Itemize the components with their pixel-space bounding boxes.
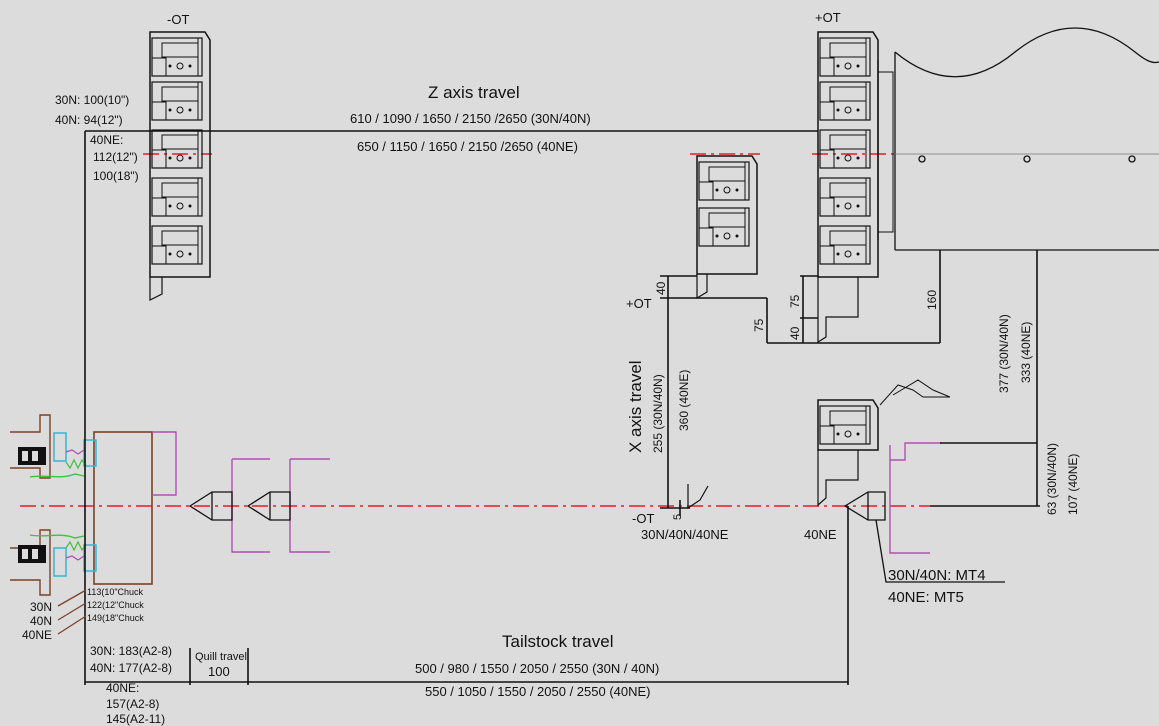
spindle-40ne-b: 145(A2-11) — [106, 712, 165, 726]
right-turret — [817, 31, 894, 344]
tailstock-right — [889, 442, 942, 554]
tailstock-values-40ne: 550 / 1050 / 1550 / 2050 / 2550 (40NE) — [425, 684, 651, 699]
dim-377: 377 (30N/40N) — [997, 314, 1011, 393]
taper-40ne: 40NE: MT5 — [888, 589, 964, 606]
left-ot-label: -OT — [167, 12, 189, 27]
chuck-model-40n: 40N — [30, 614, 52, 628]
x-axis-values-40ne: 360 (40NE) — [677, 370, 691, 431]
spindle-40ne-a: 157(A2-8) — [106, 697, 159, 711]
tailstock-left — [231, 458, 330, 553]
tailstock-title: Tailstock travel — [502, 632, 613, 651]
tailstock-centers — [188, 491, 886, 521]
quill-label: Quill travel — [195, 651, 247, 663]
dim-333: 333 (40NE) — [1019, 322, 1033, 383]
offset-40ne-b: 100(18") — [93, 169, 139, 183]
x-axis-values-30n40n: 255 (30N/40N) — [651, 374, 665, 453]
offset-40ne-a: 112(12") — [93, 150, 138, 164]
offset-40ne: 40NE: — [90, 133, 123, 147]
z-axis-values-30n40n: 610 / 1090 / 1650 / 2150 /2650 (30N/40N) — [350, 111, 591, 126]
x-plus-ot: +OT — [626, 296, 652, 311]
left-turret — [149, 31, 211, 301]
offset-30n: 30N: 100(10") — [55, 93, 129, 107]
quill-value: 100 — [208, 664, 230, 679]
dimension-lines — [84, 130, 1040, 685]
spindle-housing — [877, 27, 1159, 251]
right-ot-label: +OT — [815, 10, 841, 25]
taper-leader — [875, 519, 1005, 583]
offset-40n: 40N: 94(12") — [55, 113, 123, 127]
chuck-leaders — [57, 589, 87, 635]
chuck-149: 149(18"Chuck — [87, 613, 144, 623]
dim-75-b: 75 — [788, 294, 802, 308]
spindle-30n: 30N: 183(A2-8) — [90, 644, 172, 658]
x-minus-ot-models: 30N/40N/40NE — [641, 527, 729, 542]
chuck-model-40ne: 40NE — [22, 628, 52, 642]
spindle-40ne: 40NE: — [106, 681, 139, 695]
z-axis-title: Z axis travel — [428, 83, 520, 102]
dim-40-b: 40 — [788, 326, 802, 340]
chuck-122: 122(12"Chuck — [87, 600, 144, 610]
lower-turret — [817, 379, 951, 507]
z-axis-values-40ne: 650 / 1150 / 1650 / 2150 /2650 (40NE) — [357, 139, 578, 154]
chuck-assembly — [10, 414, 177, 596]
dim-107: 107 (40NE) — [1066, 454, 1080, 515]
dim-63: 63 (30N/40N) — [1045, 443, 1059, 515]
small-tool-near-minus-ot — [687, 484, 709, 510]
label-40ne-right: 40NE — [804, 527, 837, 542]
x-minus-ot: -OT — [632, 511, 654, 526]
chuck-113: 113(10"Chuck — [87, 587, 144, 597]
spindle-40n: 40N: 177(A2-8) — [90, 661, 172, 675]
mid-turret — [696, 155, 758, 300]
dim-160: 160 — [925, 290, 939, 310]
dim-40-top: 40 — [654, 281, 668, 295]
dim-75-a: 75 — [752, 318, 766, 332]
centerlines — [20, 153, 930, 507]
taper-30n40n: 30N/40N: MT4 — [888, 567, 986, 584]
text-labels: -OT +OT 30N: 100(10") 40N: 94(12") 40NE:… — [22, 10, 1080, 726]
dim-5: 5 — [672, 514, 684, 520]
tailstock-values-30n40n: 500 / 980 / 1550 / 2050 / 2550 (30N / 40… — [415, 661, 659, 676]
x-axis-title: X axis travel — [626, 360, 645, 453]
chuck-model-30n: 30N — [30, 600, 52, 614]
